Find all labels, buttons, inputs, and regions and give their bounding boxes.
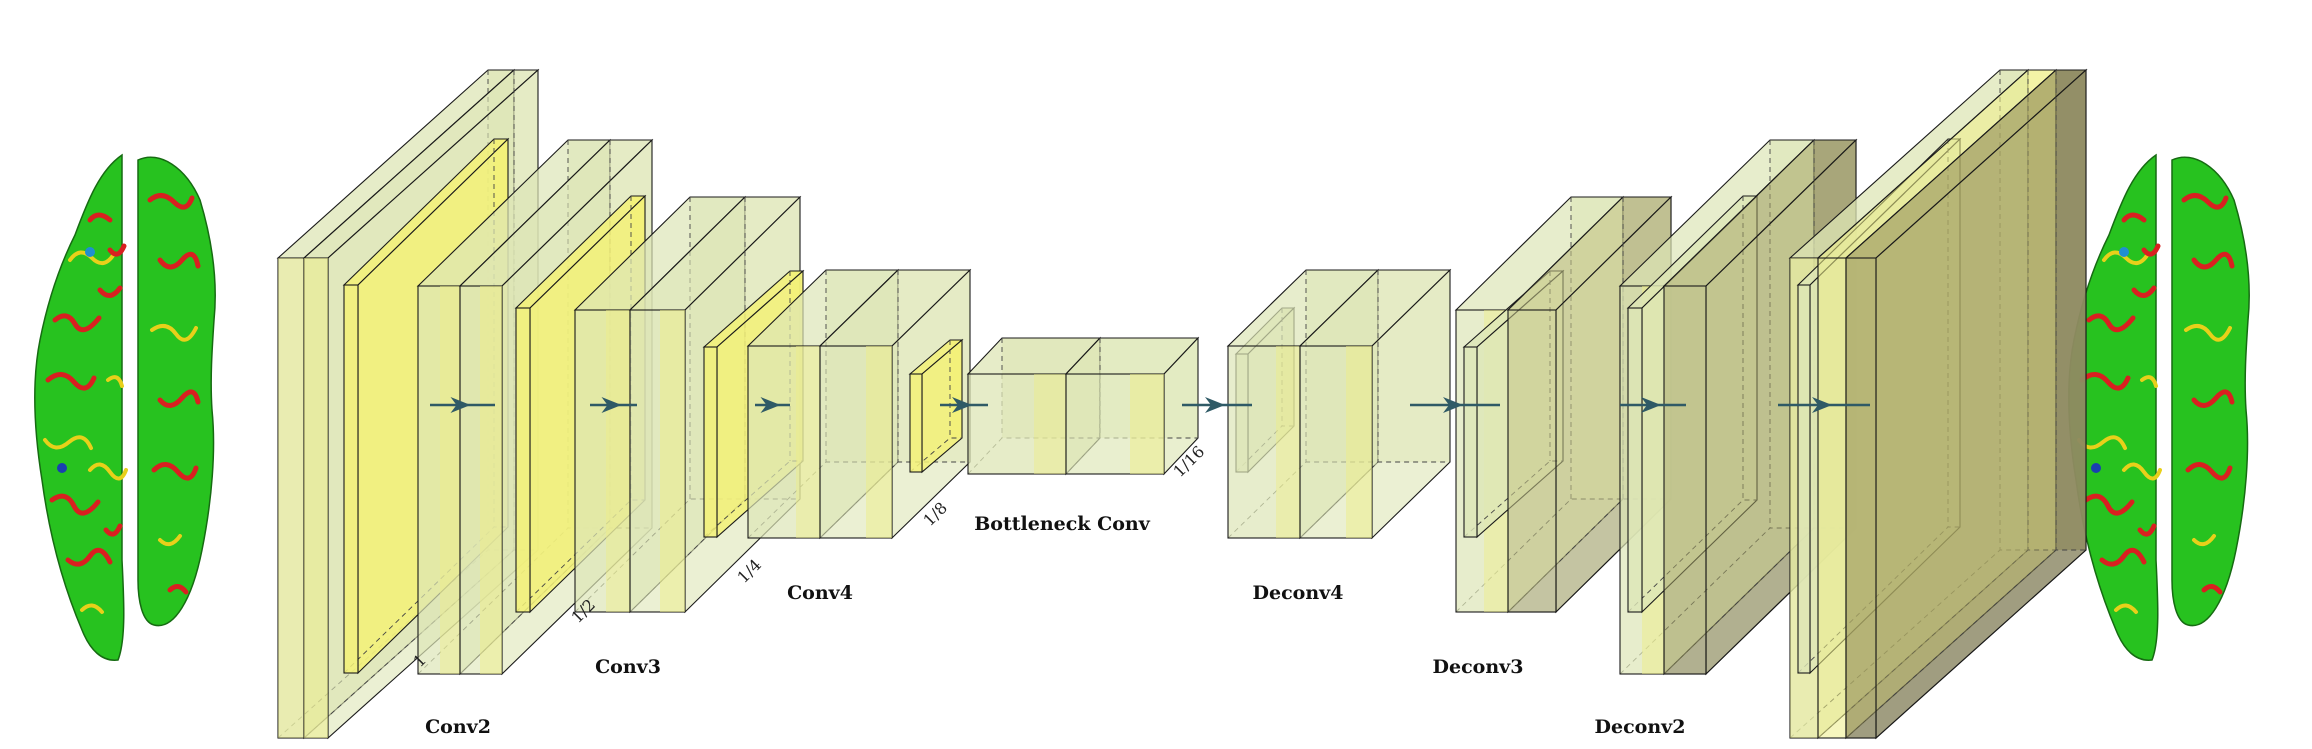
label-bottleneck: Bottleneck Conv xyxy=(974,513,1150,535)
label-conv3: Conv3 xyxy=(595,656,661,678)
arrow-deconv2-deconv1 xyxy=(1778,397,1870,413)
bottleneck-block-b xyxy=(1064,336,1200,476)
label-conv2: Conv2 xyxy=(425,716,491,738)
arrow-conv4-conv5 xyxy=(755,397,790,413)
flow-arrows xyxy=(430,397,1870,413)
arrow-conv5-bottleneck xyxy=(940,397,988,413)
brain-surface-input-image xyxy=(34,153,216,661)
arrow-deconv4-deconv3 xyxy=(1410,397,1500,413)
arrow-conv3-conv4 xyxy=(590,397,637,413)
network-blocks xyxy=(276,68,2088,740)
label-conv4: Conv4 xyxy=(787,582,853,604)
label-deconv3: Deconv3 xyxy=(1433,656,1524,678)
label-deconv4: Deconv4 xyxy=(1253,582,1344,604)
label-deconv2: Deconv2 xyxy=(1595,716,1686,738)
arrow-deconv3-deconv2 xyxy=(1620,397,1686,413)
brain-surface-output-image xyxy=(2068,153,2250,661)
arrow-bottleneck-deconv4 xyxy=(1182,397,1252,413)
deconv1-block-c xyxy=(1844,68,2088,740)
arrow-conv2-conv3 xyxy=(430,397,495,413)
